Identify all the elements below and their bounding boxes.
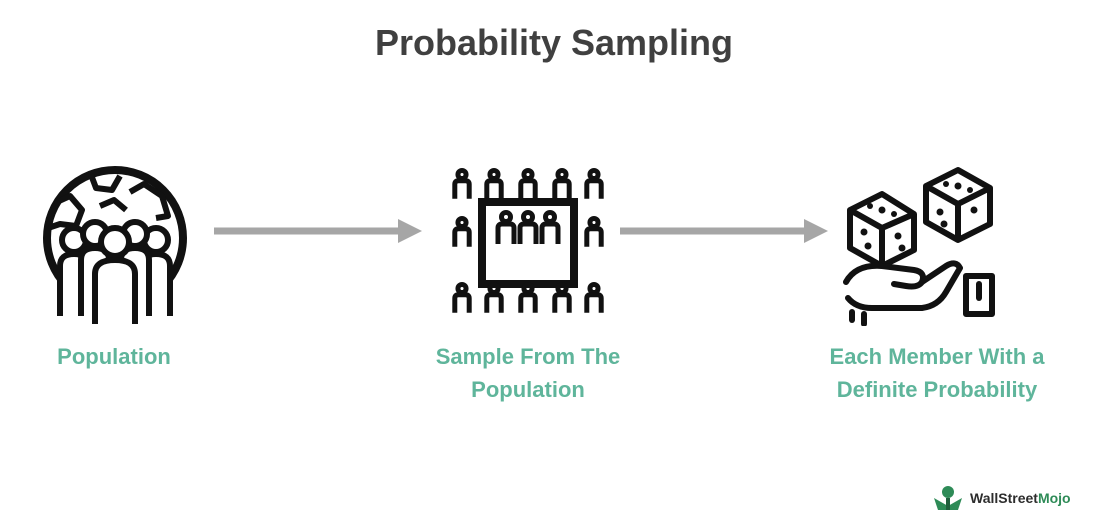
label-line: Population — [57, 344, 171, 369]
label-line: Sample From The — [435, 344, 621, 369]
flow-arrow-2 — [620, 219, 828, 243]
person-head — [455, 281, 469, 296]
brand-name: WallStreetMojo — [970, 490, 1071, 506]
person-head — [521, 281, 535, 296]
person-body — [452, 178, 472, 199]
person-body — [484, 178, 504, 199]
person-body — [552, 178, 572, 199]
diagram-title: Probability Sampling — [374, 22, 734, 63]
globe-crowd-icon — [43, 166, 187, 324]
person-head — [455, 215, 469, 230]
person-head — [587, 281, 601, 296]
person-body — [495, 221, 517, 244]
person-head — [521, 210, 535, 224]
person-head — [487, 281, 501, 296]
person-head — [455, 167, 469, 182]
person-body — [539, 221, 561, 244]
person-head — [521, 167, 535, 182]
brand-name-part2: Mojo — [1037, 490, 1071, 506]
wallstreetmojo-logo-icon — [934, 486, 962, 510]
sample-grid-people-icon — [452, 167, 604, 313]
step-label-definite-probability: Each Member With a Definite Probability — [794, 340, 1080, 406]
person-body — [584, 292, 604, 313]
person-body — [552, 292, 572, 313]
label-line: Each Member With a — [829, 344, 1045, 369]
label-line: Definite Probability — [836, 377, 1038, 402]
person-body — [452, 292, 472, 313]
person-head — [555, 281, 569, 296]
person-body — [584, 178, 604, 199]
person-head — [499, 210, 513, 224]
person-head — [587, 215, 601, 230]
brand-logo: WallStreetMojo — [930, 484, 1090, 514]
person-body — [584, 226, 604, 247]
step-label-sample: Sample From The Population — [400, 340, 656, 406]
person-body — [484, 292, 504, 313]
person-head — [587, 167, 601, 182]
label-line: Population — [471, 377, 585, 402]
step-label-population: Population — [14, 340, 214, 373]
person-body — [517, 221, 539, 244]
brand-name-part1: WallStreet — [970, 490, 1038, 506]
person-body — [452, 226, 472, 247]
person-head — [543, 210, 557, 224]
person-head — [555, 167, 569, 182]
flow-arrow-1 — [214, 219, 422, 243]
person-head — [487, 167, 501, 182]
person-body — [518, 292, 538, 313]
dice-hand-icon — [843, 167, 995, 326]
person-body — [518, 178, 538, 199]
